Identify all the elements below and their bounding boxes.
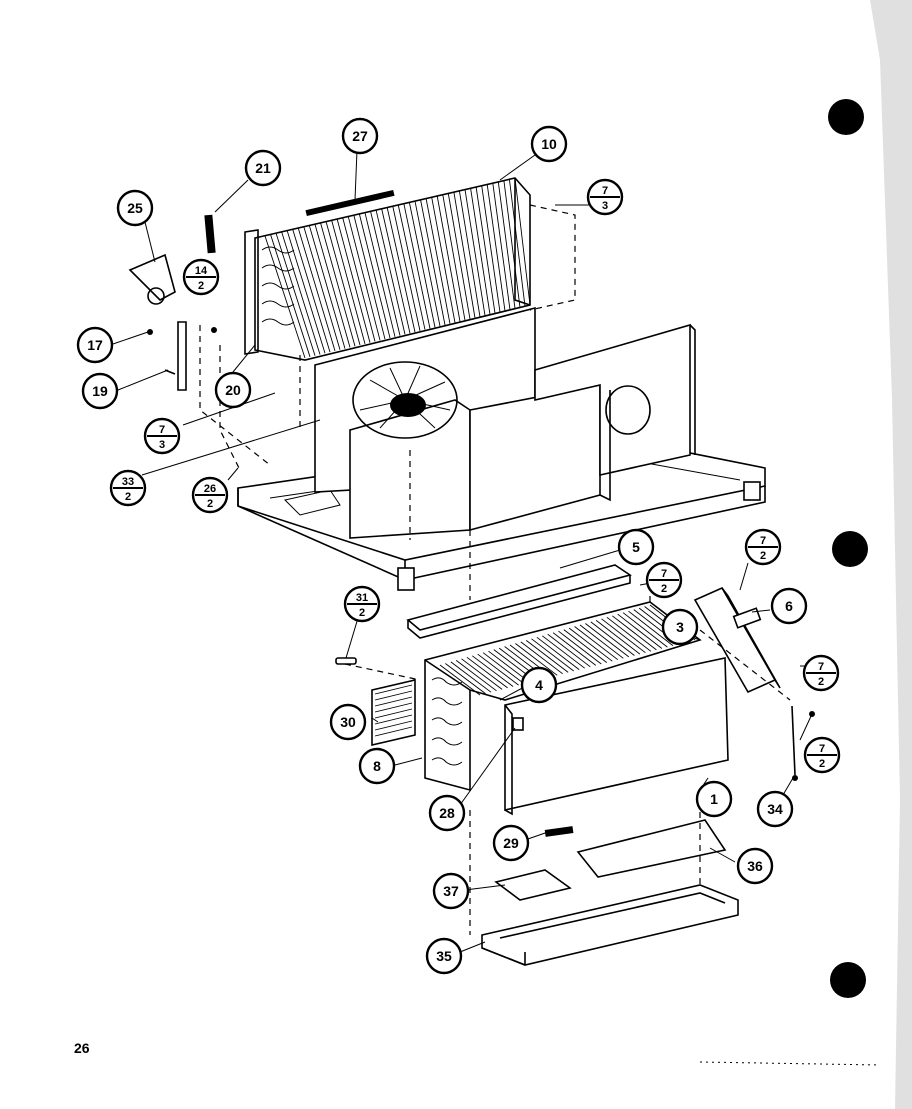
- callout-label: 19: [92, 383, 108, 399]
- callout-6: 6: [770, 587, 808, 625]
- partition-bulkhead: [469, 323, 696, 532]
- page-number: 26: [74, 1040, 90, 1056]
- drain-pan: [481, 884, 739, 966]
- fraction-callout-33-2: 332: [109, 469, 147, 507]
- evaporator-coil: [424, 601, 702, 792]
- callout-20: 20: [214, 371, 252, 409]
- callout-36: 36: [736, 847, 774, 885]
- callout-label: 8: [373, 758, 381, 774]
- fraction-numerator: 31: [356, 592, 368, 604]
- callout-1: 1: [695, 780, 733, 818]
- binder-hole-bottom: [830, 962, 866, 998]
- fraction-callout-31-2: 312: [343, 585, 381, 623]
- binder-hole-top: [828, 99, 864, 135]
- callout-21: 21: [244, 149, 282, 187]
- scan-edge-shadow: [870, 0, 912, 1109]
- fraction-denominator: 3: [159, 439, 165, 451]
- top-cover-plate: [406, 564, 632, 639]
- fraction-numerator: 7: [602, 185, 608, 197]
- callout-label: 21: [255, 160, 271, 176]
- callout-37: 37: [432, 872, 470, 910]
- fraction-numerator: 26: [204, 483, 216, 495]
- callout-34: 34: [756, 790, 794, 828]
- callout-19: 19: [81, 372, 119, 410]
- callout-label: 34: [767, 801, 783, 817]
- fraction-callout-7-3: 73: [586, 178, 624, 216]
- fraction-callout-7-2: 72: [803, 736, 841, 774]
- fraction-denominator: 2: [125, 491, 131, 503]
- callout-label: 6: [785, 598, 793, 614]
- fraction-numerator: 14: [195, 265, 208, 277]
- filter-screen: [371, 678, 416, 747]
- fraction-denominator: 3: [602, 200, 608, 212]
- fraction-numerator: 7: [818, 661, 824, 673]
- callout-label: 37: [443, 883, 459, 899]
- callout-label: 20: [225, 382, 241, 398]
- fraction-denominator: 2: [818, 676, 824, 688]
- callout-label: 10: [541, 136, 557, 152]
- callout-8: 8: [358, 747, 396, 785]
- reference-lines-top: [199, 204, 576, 600]
- callout-10: 10: [530, 125, 568, 163]
- callout-4: 4: [520, 666, 558, 704]
- callout-label: 35: [436, 948, 452, 964]
- fraction-numerator: 7: [819, 743, 825, 755]
- callout-label: 36: [747, 858, 763, 874]
- fraction-callout-7-2: 72: [802, 654, 840, 692]
- fraction-denominator: 2: [198, 280, 204, 292]
- side-bracket: [693, 586, 781, 694]
- callout-28: 28: [428, 794, 466, 832]
- fraction-callout-26-2: 262: [191, 476, 229, 514]
- callout-3: 3: [661, 608, 699, 646]
- callout-17: 17: [76, 326, 114, 364]
- callout-label: 27: [352, 128, 368, 144]
- fraction-denominator: 2: [207, 498, 213, 510]
- fraction-denominator: 2: [661, 583, 667, 595]
- callout-label: 29: [503, 835, 519, 851]
- fraction-denominator: 2: [359, 607, 365, 619]
- fraction-denominator: 2: [760, 550, 766, 562]
- callout-5: 5: [617, 528, 655, 566]
- fraction-denominator: 2: [819, 758, 825, 770]
- binder-hole-middle: [832, 531, 868, 567]
- fraction-callout-7-2: 72: [744, 528, 782, 566]
- callout-label: 4: [535, 677, 543, 693]
- callout-label: 30: [340, 714, 356, 730]
- callout-label: 5: [632, 539, 640, 555]
- fraction-numerator: 7: [661, 568, 667, 580]
- fraction-numerator: 7: [760, 535, 766, 547]
- insulation-pieces: [494, 819, 727, 901]
- condenser-coil: [204, 177, 531, 361]
- callout-27: 27: [341, 117, 379, 155]
- callout-30: 30: [329, 703, 367, 741]
- callout-label: 1: [710, 791, 718, 807]
- callout-25: 25: [116, 189, 154, 227]
- callout-29: 29: [492, 824, 530, 862]
- front-panel: [504, 657, 729, 816]
- fraction-callout-14-2: 142: [182, 258, 220, 296]
- fraction-callout-7-3: 73: [143, 417, 181, 455]
- fraction-numerator: 7: [159, 424, 165, 436]
- callout-label: 3: [676, 619, 684, 635]
- scan-edge-dots: [699, 1061, 881, 1066]
- fraction-callout-7-2: 72: [645, 561, 683, 599]
- fraction-numerator: 33: [122, 476, 134, 488]
- callout-label: 28: [439, 805, 455, 821]
- callout-label: 17: [87, 337, 103, 353]
- callout-label: 25: [127, 200, 143, 216]
- callout-35: 35: [425, 937, 463, 975]
